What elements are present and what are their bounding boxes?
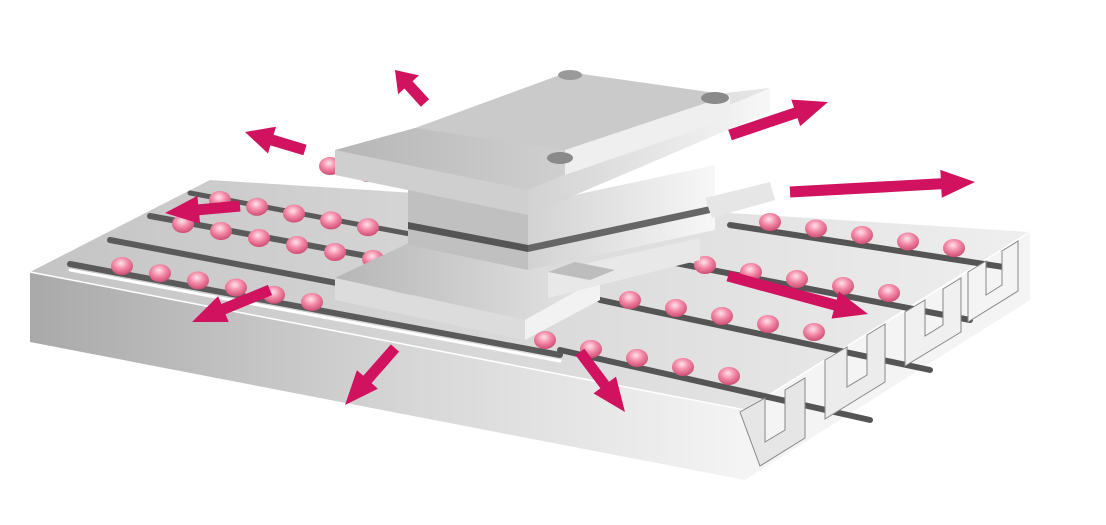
ball-bearing-icon — [324, 243, 346, 261]
ball-bearing-icon — [210, 222, 232, 240]
arrow-icon — [192, 284, 273, 322]
ball-bearing-icon — [248, 229, 270, 247]
ball-bearing-icon — [757, 315, 779, 333]
ball-bearing-icon — [672, 358, 694, 376]
ball-bearing-icon — [320, 211, 342, 230]
arrow-icon — [165, 195, 241, 224]
ball-bearing-icon — [943, 239, 965, 257]
arrow-icon — [575, 348, 625, 412]
ball-bearing-icon — [187, 271, 209, 290]
arrow-icon — [345, 344, 400, 405]
arrow-icon — [395, 70, 430, 107]
rail-notches — [739, 240, 1019, 467]
ball-bearing-icon — [301, 293, 323, 311]
motion-arrows — [165, 70, 975, 412]
ball-bearing-icon — [111, 257, 133, 275]
arrow-icon — [245, 126, 307, 156]
ball-bearing-icon — [805, 219, 827, 238]
ball-bearing-icon — [878, 284, 900, 302]
carriage-right — [548, 182, 775, 298]
ball-bearing-icon — [626, 349, 648, 367]
ball-bearing-icon — [225, 278, 247, 297]
ball-bearing-icon — [694, 256, 716, 274]
ball-bearing-icon — [711, 307, 733, 325]
ball-bearing-icon — [832, 277, 854, 295]
ball-bearing-icon — [759, 213, 781, 231]
ball-bearing-icon — [619, 291, 641, 309]
ball-bearing-icon — [283, 204, 305, 223]
ball-bearing-icon — [286, 236, 308, 254]
ball-bearing-icon — [665, 299, 687, 317]
ball-bearing-icon — [803, 323, 825, 341]
arrow-icon — [726, 270, 868, 319]
ball-bearing-icon — [357, 218, 379, 237]
ball-bearing-icon — [786, 270, 808, 288]
ball-bearing-icon — [851, 226, 873, 244]
ball-bearing-icon — [718, 367, 740, 385]
ball-bearing-icon — [534, 331, 556, 349]
ball-bearing-icon — [246, 197, 268, 216]
arrow-icon — [789, 169, 975, 198]
ball-bearing-icon — [149, 264, 171, 283]
ball-bearing-icon — [897, 232, 919, 251]
carriage-lower — [335, 240, 600, 340]
arrow-icon — [728, 99, 828, 141]
top-plate — [335, 70, 770, 215]
